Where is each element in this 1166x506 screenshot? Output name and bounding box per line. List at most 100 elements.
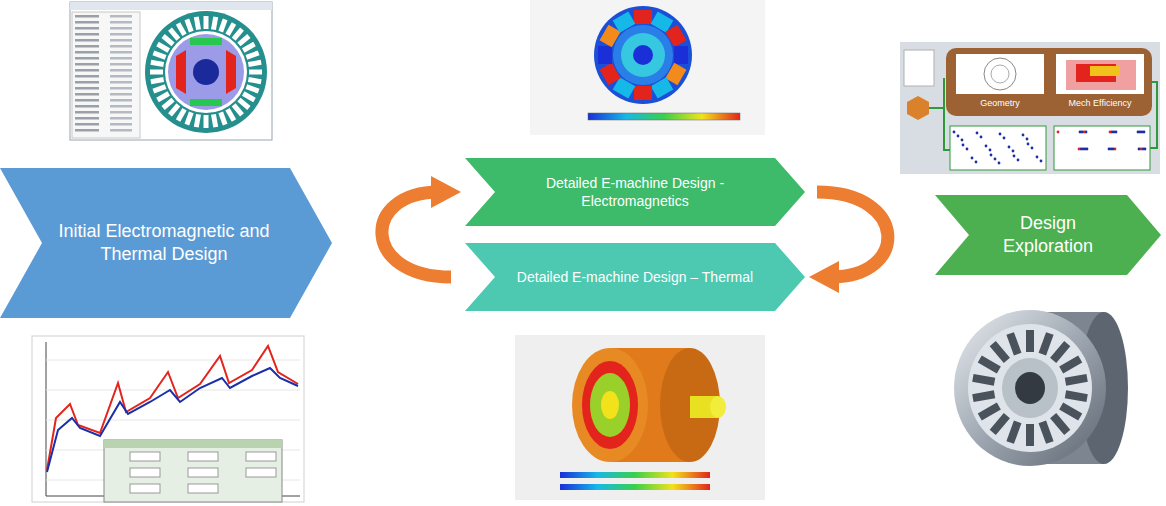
motor-tooth [972,390,995,402]
exploration-workflow [1066,60,1136,90]
motor-tooth [972,374,995,386]
field-wedge [674,46,688,64]
parameter-table [75,15,132,132]
motor-rendering [1015,372,1045,404]
stator-slot [248,77,262,84]
table-cell [110,27,132,30]
table-cell [110,63,132,66]
flux-density-plot [530,0,765,135]
exploration-workflow [900,42,1160,174]
motor-tooth [1050,341,1070,363]
table-cell [75,39,99,42]
stator-slot [150,77,164,84]
exploration-workflow [984,58,1016,90]
scatter-dot [1013,155,1016,158]
design-window [190,99,222,106]
motor-tooth [1065,374,1088,386]
scatter-dot [1040,160,1043,163]
temperature-graph [130,452,160,461]
table-cell [110,93,132,96]
table-cell [75,129,99,132]
motor-rendering [954,310,1106,466]
table-cell [75,57,99,60]
scatter-dot [1017,159,1020,162]
table-cell [110,117,132,120]
exploration-workflow [946,48,1152,116]
chevron-fill [465,158,805,226]
table-cell [110,111,132,114]
stator-slots [150,16,262,128]
stator-slot [242,91,256,102]
motor-rendering [968,324,1092,452]
table-cell [75,15,99,18]
temperature-graph [32,336,304,502]
scatter-dot [1138,148,1141,151]
table-cell [75,63,99,66]
table-cell [75,51,99,54]
temperature-graph [104,440,282,502]
table-cell [75,99,99,102]
thermal-model [515,335,765,500]
design-window [226,50,236,94]
stator-slot [176,22,187,36]
cycle-arrow [817,192,888,277]
thermal-model [710,396,726,418]
stator-slot [194,16,201,30]
stator-slot [176,108,187,122]
scatter-dots [953,131,1147,165]
stator-slot [242,42,256,53]
motor-tooth [1065,390,1088,402]
table-cell [110,129,132,132]
table-cell [110,75,132,78]
flux-density-plot [633,45,653,65]
step-label: Design Exploration [977,212,1119,259]
stator-slot [153,84,167,93]
motor-tooth [1039,332,1054,355]
flux-density-plot [588,113,740,120]
motor-tooth [1039,420,1054,443]
stator-slot [218,19,227,33]
scatter-dot [1109,131,1112,134]
design-window [168,34,244,110]
table-cell [75,123,99,126]
design-window [72,12,140,138]
panel-label: Geometry [952,98,1048,109]
flux-density-plot [530,0,765,135]
field-wedge [634,10,652,24]
temperature-graph [246,452,276,461]
temperature-graph [130,484,160,493]
thermal-model [582,361,638,449]
scatter-dot [1036,156,1039,159]
scatter-dot [1027,143,1030,146]
scatter-dot [957,135,960,138]
scatter-dot [953,131,956,134]
table-cell [75,87,99,90]
stator-slot [150,60,164,67]
table-cell [75,33,99,36]
table-cell [110,45,132,48]
temperature-graph [188,452,218,461]
table-cell [110,105,132,108]
stator-slot [248,60,262,67]
step-label: Initial Electromagnetic and Thermal Desi… [48,220,280,267]
scatter-dot [1078,148,1081,151]
scatter-dot [966,148,969,151]
motor-tooth [990,413,1010,435]
stator-slot [150,70,163,75]
motor-tooth [1059,403,1082,421]
temperature-graph [188,468,218,477]
temperature-graph [188,484,218,493]
motor-tooth [1006,420,1021,443]
scatter-dot [1026,138,1029,141]
exploration-workflow [1090,66,1120,76]
chevron-step: Detailed E-machine Design – Thermal [465,243,805,311]
stator-slot [211,16,218,30]
stator-slot [153,50,167,59]
table-cell [75,45,99,48]
chevron-fill [935,195,1161,275]
stator-slot [246,84,260,93]
motor-tooth [1059,356,1082,374]
exploration-workflow [950,126,1046,170]
table-cell [75,105,99,108]
